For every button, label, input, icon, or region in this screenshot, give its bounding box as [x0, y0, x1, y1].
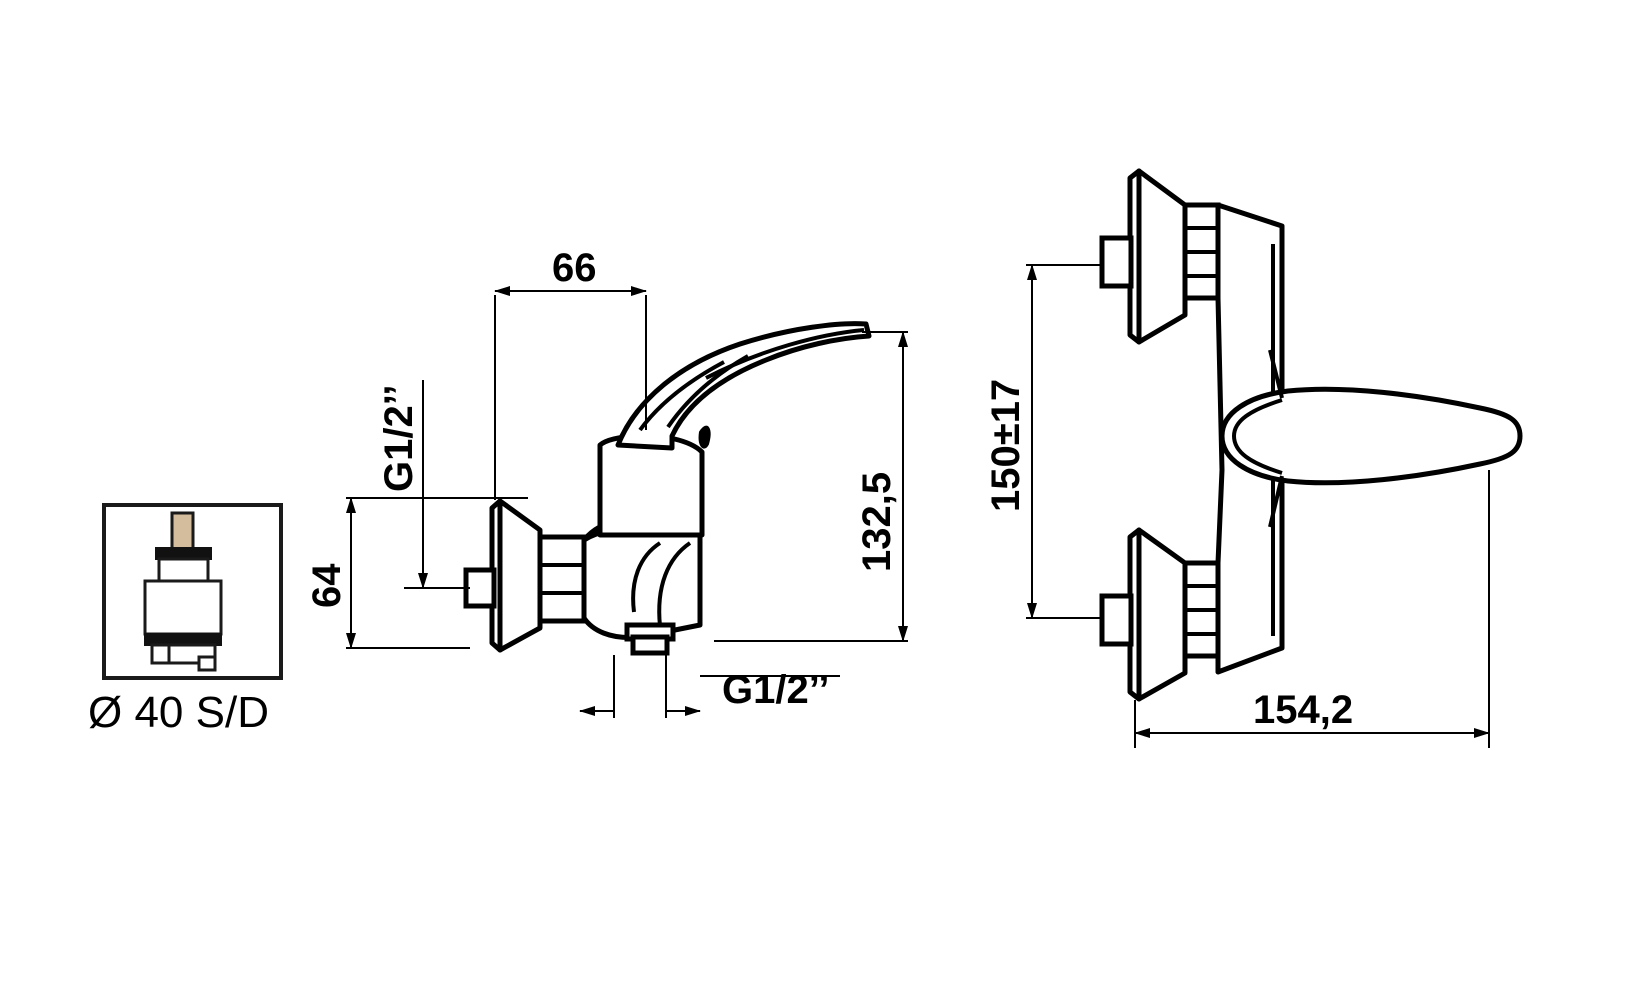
side-inlet-thread: [537, 534, 587, 624]
front-escutcheon-top-cone: [1136, 168, 1188, 345]
front-lever-stem-top: [1268, 349, 1284, 399]
front-lever-body: [1219, 386, 1523, 486]
front-escutcheon-bottom: [1099, 527, 1221, 702]
lever-crease-3: [705, 328, 865, 380]
dim-g12-bottom: G1/2’’: [579, 655, 840, 718]
mixer-cap: [597, 433, 705, 538]
outlet-thread: [630, 634, 670, 656]
lever-pivot-nub: [698, 425, 711, 449]
cartridge-label: Ø 40 S/D: [88, 688, 269, 737]
side-outlet: [624, 622, 676, 656]
dim-g12-top: G1/2’’: [377, 380, 528, 589]
front-lever-hub-arc: [1231, 398, 1283, 475]
dim-150pm17: 150±17: [984, 264, 1104, 619]
dim-64-label: 64: [305, 563, 349, 608]
cartridge-collar: [157, 557, 210, 583]
cartridge-port-left: [150, 643, 171, 665]
front-view-group: 150±17 154,2: [984, 168, 1523, 748]
dim-1542-label: 154,2: [1253, 688, 1353, 732]
cartridge-body: [143, 579, 223, 636]
side-view-group: 66 G1/2’’ 64 132,5: [305, 246, 908, 718]
escutcheon-cone: [497, 498, 543, 653]
front-lever-stem-bottom: [1268, 475, 1284, 528]
inlet-thread-body: [537, 534, 587, 624]
side-escutcheon: [463, 498, 543, 653]
front-escutcheon-top-nipple: [1099, 235, 1134, 289]
cartridge-top-band: [155, 547, 212, 560]
side-mixer-body: [581, 433, 705, 641]
dim-66: 66: [494, 246, 647, 500]
cartridge-bottom-band: [144, 633, 222, 646]
dim-1542: 154,2: [1134, 470, 1490, 748]
lever-crease-1: [638, 360, 725, 432]
front-escutcheon-top: [1099, 168, 1221, 345]
cartridge-panel-group: Ø 40 S/D: [88, 503, 283, 737]
dim-150pm17-label: 150±17: [984, 379, 1028, 512]
cartridge-port-right: [197, 655, 217, 672]
front-escutcheon-bottom-nipple: [1099, 593, 1134, 647]
dim-1325: 132,5: [714, 331, 908, 642]
cartridge-stem: [170, 511, 195, 551]
dim-g12-top-label: G1/2’’: [377, 385, 421, 492]
front-escutcheon-bottom-cone: [1136, 527, 1188, 702]
side-lever-handle: [615, 321, 872, 451]
dim-64: 64: [305, 497, 470, 649]
escutcheon-nipple: [463, 567, 497, 609]
dim-1325-label: 132,5: [855, 472, 899, 572]
body-inner-arc-1: [631, 541, 662, 613]
lever-body: [615, 321, 872, 451]
dim-66-label: 66: [552, 246, 597, 290]
body-inner-arc-2: [657, 541, 692, 627]
dim-g12-bottom-label: G1/2’’: [722, 668, 829, 712]
front-lever-handle: [1219, 349, 1523, 528]
